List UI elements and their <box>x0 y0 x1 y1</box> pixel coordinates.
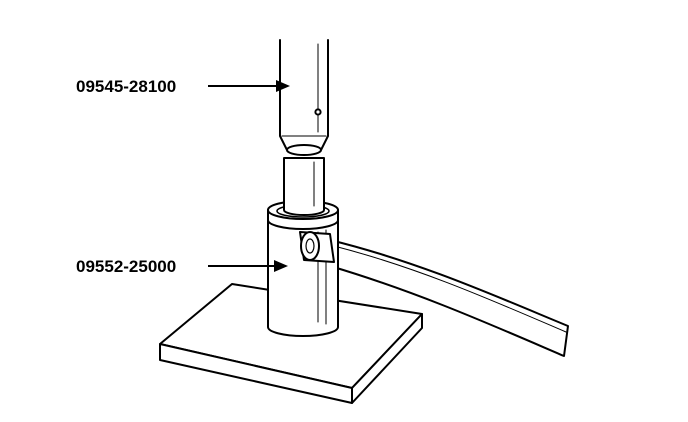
inner-shaft <box>283 157 325 216</box>
hose-fitting <box>299 231 335 263</box>
upper-tool-part-number: 09545-28100 <box>76 77 176 96</box>
lower-tool-part-number: 09552-25000 <box>76 257 176 276</box>
lower-tool-arrow <box>208 260 288 272</box>
upper-tool <box>279 39 329 156</box>
hose <box>329 239 569 357</box>
upper-tool-arrow <box>208 80 290 92</box>
vent-hole-icon <box>314 108 322 116</box>
